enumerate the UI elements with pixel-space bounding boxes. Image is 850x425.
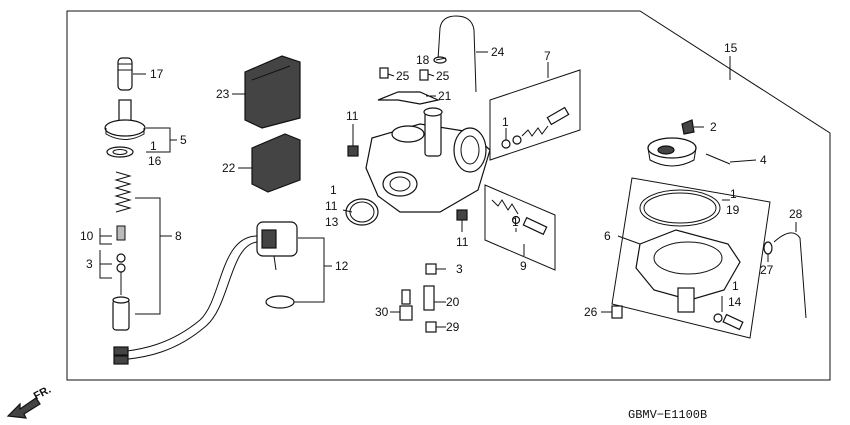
cover-23: [244, 55, 301, 129]
callout-19: 19: [726, 203, 740, 217]
throttle-valve: [112, 296, 130, 331]
callout-17: 17: [150, 67, 164, 81]
callout-22: 22: [222, 161, 236, 175]
callout-26: 26: [584, 305, 598, 319]
drain-tube-28: [773, 232, 807, 319]
callout-16: 16: [148, 154, 162, 168]
valve-2: [681, 119, 695, 135]
callout-1: 1: [512, 215, 519, 229]
callout-11: 11: [325, 199, 338, 213]
callout-6: 6: [604, 229, 611, 243]
screw-3b: [425, 263, 437, 275]
callout-3: 3: [86, 257, 93, 271]
fuel-tube-24: [437, 15, 477, 93]
throttle-valve-spring: [114, 171, 132, 213]
callout-1: 1: [730, 187, 737, 201]
callout-15: 15: [724, 41, 738, 55]
callout-1: 1: [330, 183, 337, 197]
jet-needle-parts: [116, 225, 126, 295]
screw-set-9-box: [484, 184, 556, 271]
auto-choke: [113, 221, 298, 365]
callout-23: 23: [216, 87, 230, 101]
main-jet-20: [423, 285, 435, 311]
callout-29: 29: [446, 320, 460, 334]
drain-screw-14: [713, 313, 744, 331]
callout-12: 12: [335, 259, 349, 273]
leader-lines: [99, 51, 797, 328]
callout-14: 14: [728, 295, 742, 309]
callout-11: 11: [456, 235, 469, 249]
callout-18: 18: [416, 53, 430, 67]
diagram-frame: [66, 10, 831, 381]
callout-27: 27: [760, 263, 774, 277]
callout-13: 13: [325, 215, 339, 229]
callout-20: 20: [446, 295, 460, 309]
callout-30: 30: [375, 305, 389, 319]
carburetor-body: [365, 107, 491, 213]
callout-9: 9: [520, 259, 527, 273]
callout-25: 25: [436, 69, 450, 83]
screw-set-9: [491, 199, 548, 236]
callout-21: 21: [438, 89, 452, 103]
front-direction-arrow: FR.: [6, 384, 53, 419]
callout-28: 28: [789, 207, 803, 221]
cover-22: [251, 133, 301, 193]
callout-1: 1: [502, 115, 509, 129]
screw-26: [611, 305, 623, 319]
gasket-19: [639, 189, 721, 227]
callout-4: 4: [760, 153, 767, 167]
callout-5: 5: [180, 133, 187, 147]
callout-1: 1: [150, 139, 157, 153]
carburetor-top-cap: [104, 99, 146, 140]
float-chamber-box: [611, 177, 771, 339]
cable-boot: [117, 57, 133, 91]
bracket-21: [377, 91, 440, 105]
callout-10: 10: [80, 229, 94, 243]
jet-30: [399, 289, 413, 321]
screws-25: [379, 67, 429, 81]
callout-7: 7: [544, 49, 551, 63]
callout-numbers: 17 5 1 16 8 10 3 23 22 12 18 24 25 25 21…: [80, 41, 803, 334]
float-4: [647, 137, 697, 167]
float-pin: [705, 153, 731, 165]
callout-8: 8: [175, 229, 182, 243]
direction-label: FR.: [32, 384, 53, 403]
clip-27: [763, 241, 773, 255]
float-chamber-6: [635, 229, 741, 313]
callout-25: 25: [396, 69, 410, 83]
callout-3: 3: [456, 262, 463, 276]
callout-24: 24: [491, 45, 505, 59]
plug-29: [425, 321, 437, 333]
callout-11: 11: [346, 109, 359, 123]
diagram-code: GBMV−E1100B: [628, 408, 707, 422]
screw-set-7-box: [489, 69, 581, 161]
callout-1: 1: [732, 279, 739, 293]
screw-set-7: [501, 106, 570, 149]
callout-2: 2: [710, 120, 717, 134]
o-ring-16: [106, 146, 134, 158]
